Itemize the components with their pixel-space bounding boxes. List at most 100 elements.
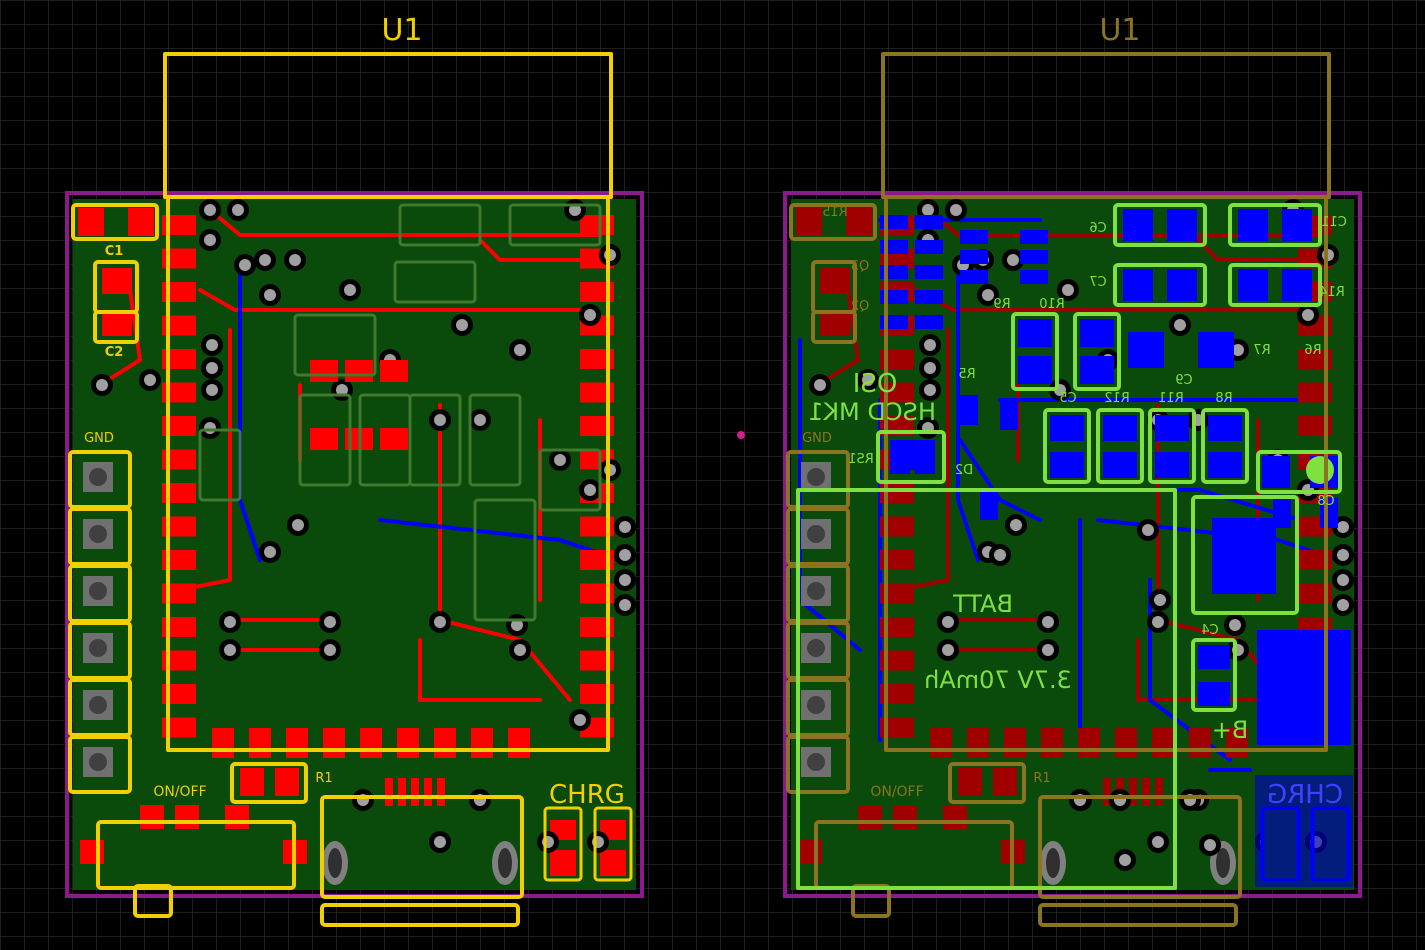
module-pad: [508, 728, 530, 758]
module-outline: [884, 198, 1328, 752]
module-pad: [580, 349, 614, 369]
via: [1154, 594, 1166, 606]
module-pad: [323, 728, 345, 758]
label-c9: C9: [1175, 373, 1192, 388]
usb-hole: [1216, 848, 1230, 878]
led-outline: [543, 806, 583, 882]
pad: [958, 768, 982, 796]
pad: [1273, 498, 1291, 528]
module-pad: [967, 728, 989, 758]
via: [434, 616, 446, 628]
via: [434, 414, 446, 426]
r1-outline: [948, 762, 1026, 804]
module-pad: [880, 650, 914, 671]
r1-outline: [230, 762, 308, 804]
module-pad: [249, 728, 271, 758]
module-pad: [1004, 728, 1026, 758]
pad: [1282, 269, 1312, 301]
top-trace: [1196, 238, 1310, 262]
via: [206, 384, 218, 396]
header-hole: [89, 582, 107, 600]
pad: [1080, 319, 1114, 347]
bottom-trace: [958, 438, 1042, 522]
switch-pad: [80, 840, 104, 864]
module-pad: [434, 728, 456, 758]
silkscreen: [786, 52, 1351, 927]
pad: [1103, 415, 1137, 441]
switch-pad: [175, 805, 199, 829]
usb-pin: [411, 778, 419, 806]
switch-pad: [943, 805, 967, 829]
via: [619, 549, 631, 561]
pad: [1155, 452, 1189, 478]
via: [942, 616, 954, 628]
label-chrg: CHRG: [549, 780, 625, 810]
via: [584, 309, 596, 321]
label-capacity: 3.7V 70mAh: [924, 666, 1072, 694]
cap-outline: [1228, 203, 1322, 247]
pad: [1018, 356, 1052, 384]
batt-pad: [1257, 630, 1351, 745]
cap-outline: [1113, 263, 1207, 307]
via: [1142, 524, 1154, 536]
via: [1007, 254, 1019, 266]
part-outline-dim: [468, 393, 522, 487]
header-hole: [89, 696, 107, 714]
header-hole: [89, 525, 107, 543]
via: [574, 714, 586, 726]
pad: [1128, 332, 1164, 368]
via: [862, 374, 874, 386]
label-on-off: ON/OFF: [153, 784, 206, 800]
pad: [1167, 269, 1197, 301]
pad: [380, 360, 408, 382]
module-pad: [1078, 728, 1100, 758]
c8-marker: [1306, 456, 1334, 484]
module-pad: [880, 550, 914, 570]
usb-tab: [1038, 903, 1238, 927]
label-gnd: GND: [802, 431, 832, 446]
module-pad: [880, 349, 914, 369]
module-pad: [930, 728, 952, 758]
top-trace: [178, 328, 232, 592]
pad: [960, 395, 978, 425]
via: [1337, 574, 1349, 586]
res-outline: [1011, 312, 1059, 391]
label-r10: R10: [1039, 297, 1065, 312]
via: [1337, 521, 1349, 533]
module-pad: [397, 728, 419, 758]
module-pad: [880, 684, 914, 704]
left-board-top-view[interactable]: U1 C1 C2 GND ON/OFF R1 CHRG: [65, 13, 1201, 927]
via: [336, 384, 348, 396]
ic-pin: [915, 240, 943, 254]
usb-pin: [1142, 778, 1150, 806]
module-pad: [162, 248, 196, 269]
pad: [102, 268, 132, 294]
via: [982, 289, 994, 301]
pad: [1238, 269, 1268, 301]
part-outline-dim: [408, 393, 462, 487]
top-trace: [418, 638, 542, 702]
via: [206, 339, 218, 351]
header-outline: [786, 735, 850, 794]
label-c5: C5: [1059, 391, 1076, 406]
right-board-bottom-view[interactable]: U1 C6 C7 C11 R14 R9 R10 R5 R7 R6 C9 C5 R…: [783, 13, 1425, 927]
switch-pad: [798, 840, 822, 864]
top-trace: [438, 403, 572, 702]
via: [292, 519, 304, 531]
ic-pin: [1020, 270, 1048, 284]
module-outline: [163, 52, 613, 199]
via: [1152, 616, 1164, 628]
module-pad: [471, 728, 493, 758]
via: [344, 284, 356, 296]
led-outline: [1310, 806, 1350, 882]
via: [1204, 839, 1216, 851]
module-pad: [880, 717, 914, 738]
pad: [310, 428, 338, 450]
via: [204, 234, 216, 246]
label-q3: Q3: [851, 259, 870, 274]
label-c7: C7: [1089, 275, 1106, 290]
via: [206, 362, 218, 374]
label-r14: R14: [1319, 285, 1345, 300]
header-hole: [807, 639, 825, 657]
